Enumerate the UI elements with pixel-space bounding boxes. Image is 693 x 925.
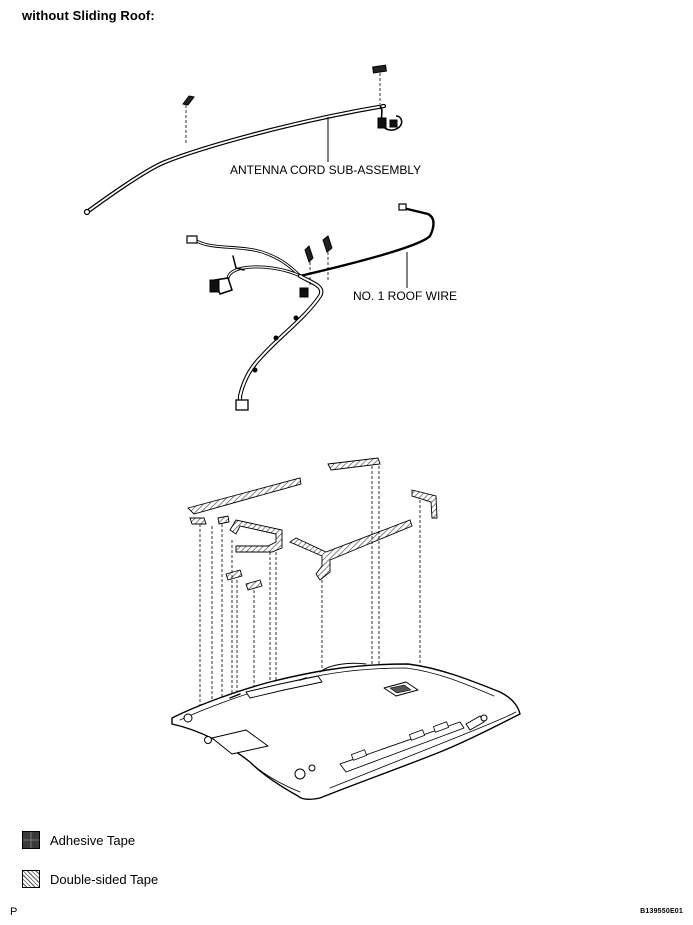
adhesive-tape-label: Adhesive Tape <box>50 832 136 848</box>
headliner-recess-left <box>211 729 269 755</box>
antenna-tape-right <box>372 64 387 74</box>
roof-wire <box>186 203 435 411</box>
headliner-clip-strip-3 <box>432 721 450 733</box>
headliner-front-channel <box>245 675 323 699</box>
headliner-inner-edge <box>179 667 495 721</box>
tape-strip-long-left <box>187 477 302 515</box>
tape-strip-small-b <box>217 515 230 525</box>
tape-strip-loop <box>229 519 283 553</box>
legend-double-sided: Double-sided Tape <box>22 870 158 888</box>
headliner-clip-front-left-2 <box>204 736 212 744</box>
headliner-leaders <box>199 466 421 765</box>
headliner-console-hole-inner <box>389 684 412 694</box>
tape-strip-small-d <box>245 579 263 591</box>
tape-strips <box>187 457 438 591</box>
page-title: without Sliding Roof: <box>22 8 155 23</box>
roof-wire-tape-1 <box>304 245 314 263</box>
tape-strip-diagonal-right <box>289 519 413 581</box>
tape-strip-small-a <box>189 517 207 525</box>
double-sided-tape-swatch-icon <box>22 870 40 888</box>
headliner-outline <box>171 663 521 801</box>
tape-strip-top-mid <box>327 457 381 471</box>
headliner-grip-right <box>465 715 485 731</box>
headliner-clip-front-left <box>183 713 193 723</box>
antenna-cord-label: ANTENNA CORD SUB-ASSEMBLY <box>230 163 422 177</box>
page-marker: P <box>10 906 18 918</box>
legend-adhesive: Adhesive Tape <box>22 831 135 849</box>
figure-code: B139550E01 <box>640 908 683 915</box>
roof-wire-label: NO. 1 ROOF WIRE <box>353 289 458 303</box>
tape-strip-right-bracket <box>411 489 438 519</box>
antenna-cord <box>83 103 403 216</box>
adhesive-tape-swatch-icon <box>22 831 40 849</box>
headliner-clip-strip-1 <box>350 749 368 761</box>
headliner-clip-rear-left-2 <box>308 764 316 772</box>
tape-strip-small-c <box>225 569 243 581</box>
headliner-clip-dot-1 <box>229 693 241 699</box>
roof-headliner <box>171 662 521 801</box>
headliner-clip-dot-2 <box>299 677 307 681</box>
antenna-tape-left <box>182 95 195 106</box>
double-sided-tape-label: Double-sided Tape <box>50 871 159 887</box>
headliner-clip-strip-2 <box>408 729 426 741</box>
headliner-rear-edge <box>329 711 517 789</box>
roof-wire-tape-2 <box>322 235 333 253</box>
headliner-clip-rear-left <box>294 768 306 780</box>
headliner-mid-bump <box>319 662 367 673</box>
headliner-front-edge <box>249 761 301 793</box>
